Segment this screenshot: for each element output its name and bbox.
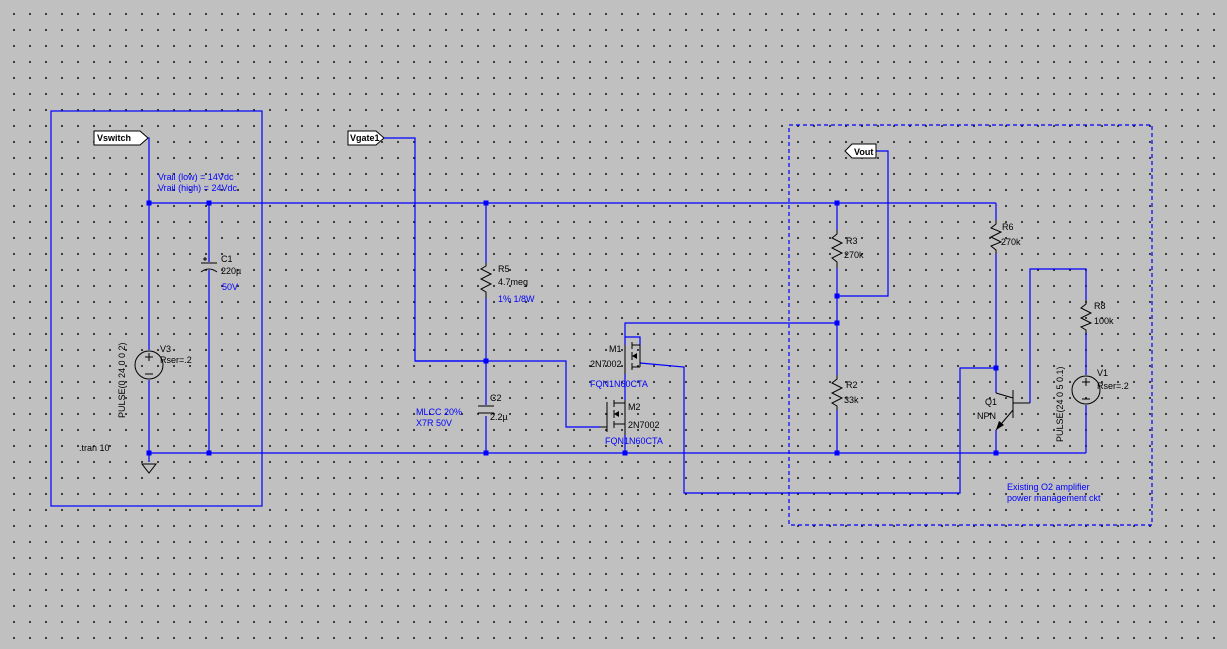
- v1-name: V1: [1097, 368, 1108, 378]
- v3-name: V3: [160, 344, 171, 354]
- ground-symbol: [140, 463, 158, 474]
- existing-circuit-note-1: Existing O2 amplifier: [1007, 482, 1090, 492]
- vrail-low-note: Vrail (low) = 14Vdc: [158, 172, 234, 182]
- r5-rating: 1% 1/8W: [498, 294, 535, 304]
- vout-label: Vout: [854, 147, 873, 157]
- m1-name: M1: [609, 344, 622, 354]
- c1-capacitor-symbol: [200, 257, 218, 273]
- c2-note-2: X7R 50V: [416, 418, 452, 428]
- net-flag-vswitch: Vswitch: [93, 130, 149, 146]
- c1-name: C1: [221, 254, 233, 264]
- r6-resistor-symbol: [989, 220, 1003, 254]
- vswitch-label: Vswitch: [97, 133, 131, 143]
- junction-dots: [146, 200, 999, 456]
- m2-mosfet-symbol: [600, 400, 626, 435]
- v1-pulse: PULSE(24 0 5 0.1): [1055, 366, 1065, 442]
- c1-rating: 50V: [222, 282, 238, 292]
- r6-name: R6: [1002, 222, 1014, 232]
- wires: [148, 137, 1087, 494]
- r8-resistor-symbol: [1079, 300, 1093, 333]
- v3-rser: Rser=.2: [160, 355, 192, 365]
- input-source-box: [50, 110, 263, 507]
- r3-name: R3: [846, 236, 858, 246]
- m2-alt: FQN1N60CTA: [605, 436, 663, 446]
- r3-value: 270k: [844, 250, 864, 260]
- m2-model: 2N7002: [628, 420, 660, 430]
- existing-circuit-note-2: power management ckt: [1007, 493, 1101, 503]
- c2-capacitor-symbol: [478, 405, 494, 414]
- v1-source-symbol: [1071, 375, 1101, 405]
- q1-transistor-symbol: [995, 390, 1030, 431]
- c2-note-1: MLCC 20%: [416, 407, 462, 417]
- r8-name: R8: [1094, 301, 1106, 311]
- v3-pulse: PULSE(0 24 0 0 2): [117, 342, 127, 418]
- m1-alt: FQN1N60CTA: [590, 379, 648, 389]
- v3-source-symbol: [134, 350, 164, 380]
- net-flag-vout: Vout: [844, 143, 877, 159]
- vgate1-label: Vgate1: [350, 133, 380, 143]
- q1-name: Q1: [985, 397, 997, 407]
- q1-type: NPN: [977, 411, 996, 421]
- m1-mosfet-symbol: [624, 342, 641, 374]
- r5-name: R5: [498, 264, 510, 274]
- r2-name: R2: [846, 380, 858, 390]
- vrail-high-note: Vrail (high) = 24Vdc: [158, 183, 237, 193]
- c1-value: 220µ: [221, 266, 241, 276]
- v1-rser: Rser=.2: [1097, 381, 1129, 391]
- c2-name: C2: [490, 393, 502, 403]
- existing-circuit-box: [788, 124, 1153, 526]
- net-flag-vgate1: Vgate1: [347, 130, 385, 146]
- r5-resistor-symbol: [479, 263, 493, 298]
- r2-resistor-symbol: [830, 375, 844, 410]
- r6-value: 270k: [1001, 237, 1021, 247]
- c2-value: 2.2µ: [490, 412, 508, 422]
- m1-model: 2N7002: [590, 359, 622, 369]
- r3-resistor-symbol: [830, 230, 844, 268]
- m2-name: M2: [628, 402, 641, 412]
- tran-directive: .tran 10: [79, 443, 110, 453]
- r5-value: 4.7meg: [498, 277, 528, 287]
- r8-value: 100k: [1094, 316, 1114, 326]
- r2-value: 33k: [844, 395, 859, 405]
